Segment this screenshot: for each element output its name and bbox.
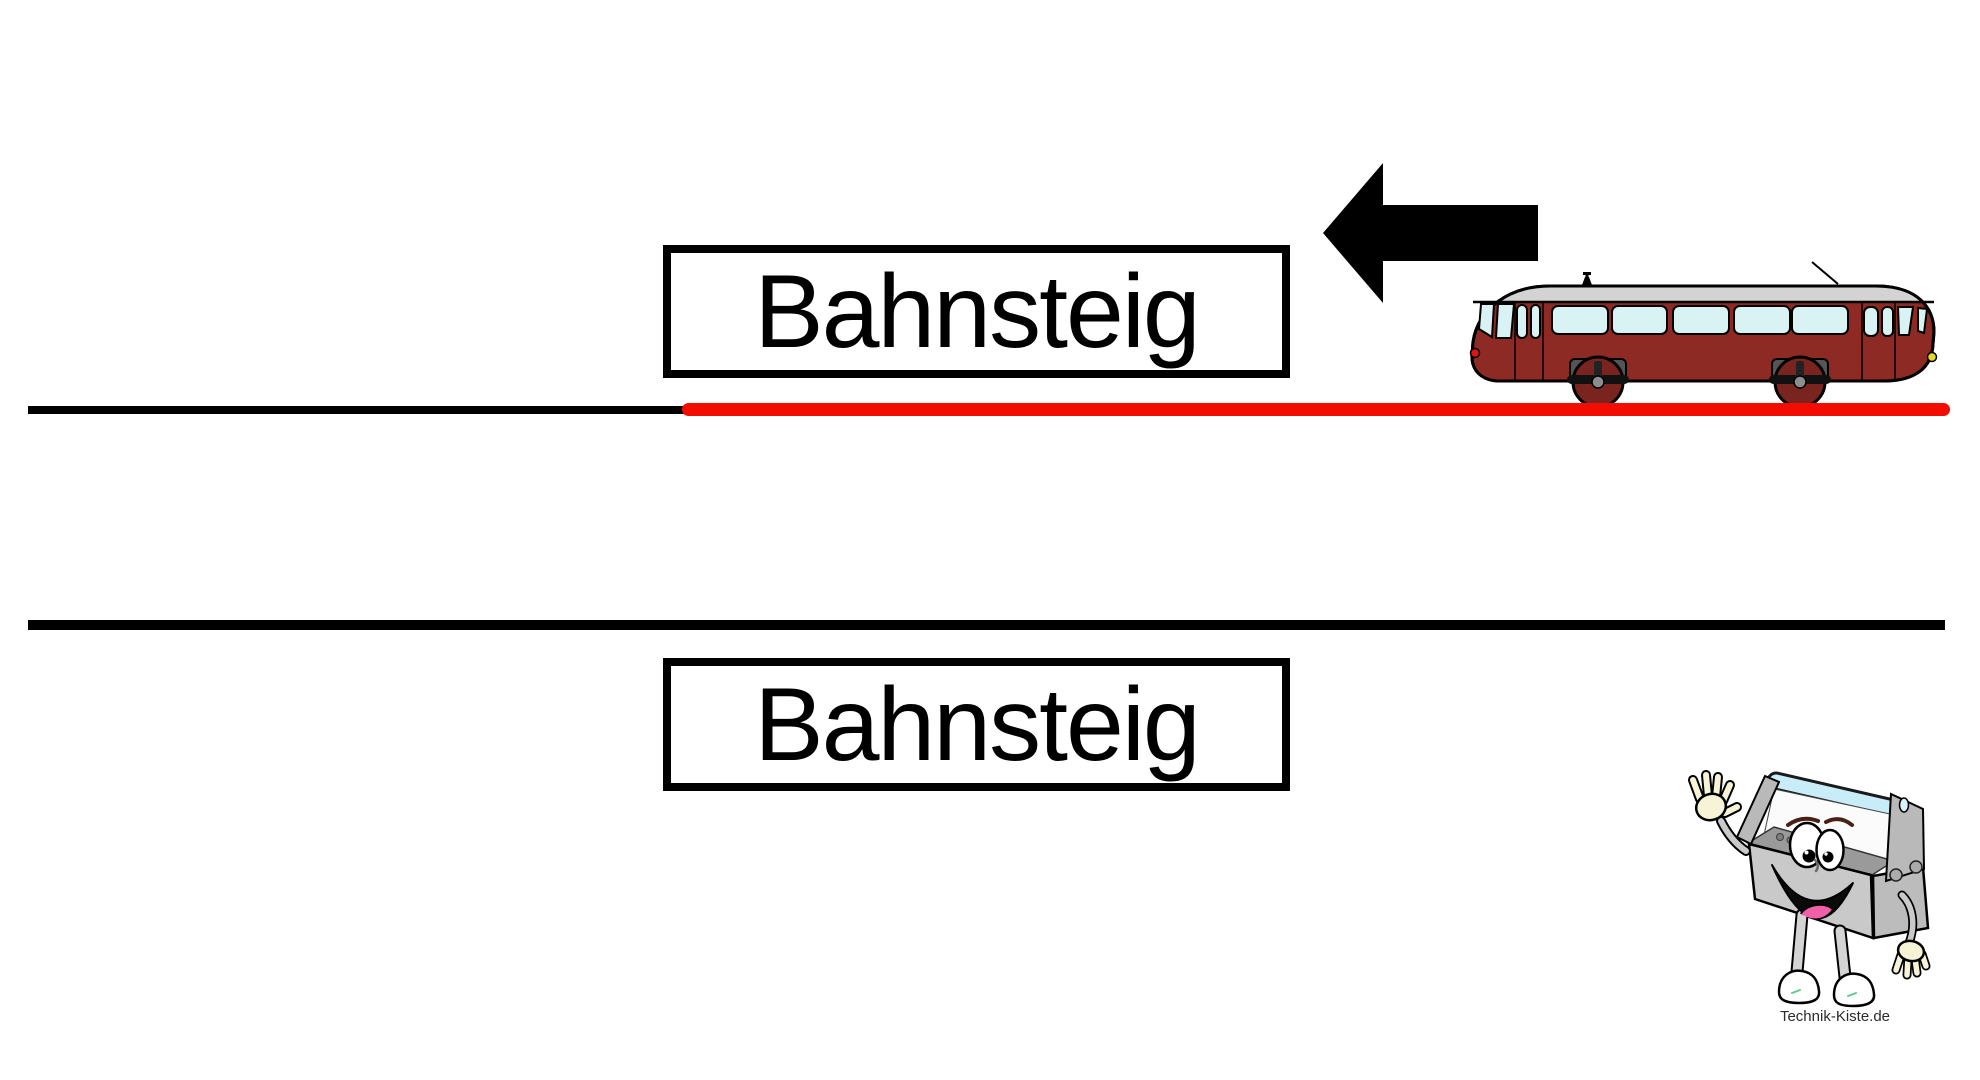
track-bottom [28,620,1945,630]
antenna-icon [1811,261,1839,285]
railbus-train [1469,261,1938,409]
track-top-free-segment [28,406,700,414]
platform-sign-bottom: Bahnsteig [663,658,1290,791]
arrow-shape [1323,163,1538,303]
door-edge-lines [1514,303,1896,380]
roof-horn-icon [1582,272,1592,285]
mascot-left-arm [1716,816,1751,856]
track-top-occupied-segment [682,403,1950,416]
platform-sign-top-label: Bahnsteig [754,253,1201,370]
train-roof [1471,286,1934,302]
rear-marker-light [1926,351,1938,363]
train-windows [1477,303,1929,339]
mascot-legs [1790,908,1852,984]
front-bogie [1567,355,1629,409]
nose [1813,858,1819,873]
mascot-handle [1766,771,1916,821]
mascot-waving-glove [1688,770,1742,822]
platform-sign-bottom-label: Bahnsteig [754,666,1201,783]
mouth [1771,864,1854,920]
rear-bogie [1769,355,1831,409]
platform-sign-top: Bahnsteig [663,245,1290,378]
front-marker-light [1469,347,1481,359]
train-outline [1470,284,1936,383]
mascot-right-arm [1897,890,1918,948]
direction-arrow-left-icon [1323,163,1538,303]
mascot-shoes [1777,969,1876,1008]
toolbox-mascot [1688,770,1931,1008]
mascot-hanging-glove [1891,939,1931,980]
site-logo-text: Technik-Kiste.de [1779,1008,1891,1025]
right-eye [1815,828,1845,872]
